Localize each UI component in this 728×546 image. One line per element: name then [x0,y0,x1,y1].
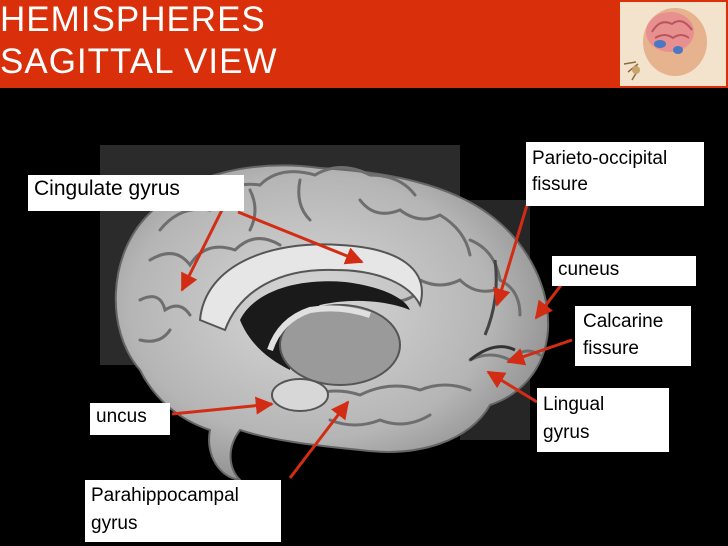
slide-title-line-1: HEMISPHERES [0,0,266,39]
fornix [267,305,371,352]
pointer-arrows [171,204,573,479]
uncus-region [271,378,329,412]
label-cuneus: cuneus [552,256,696,286]
corpus-callosum [198,243,423,332]
label-cingulate-gyrus: Cingulate gyrus [28,175,244,211]
arrow-cuneus [534,279,567,320]
arrow-lingual [486,370,538,404]
arrow-parahippocampal [288,400,350,479]
slide-header: HEMISPHERES SAGITTAL VIEW [0,0,728,88]
head-anatomy-thumbnail [620,2,726,86]
thalamus [279,304,401,386]
arrow-calcarine [506,338,573,366]
arrow-cingulate-1 [180,209,224,292]
arrow-cingulate-2 [237,210,364,265]
arrow-parieto-occipital [493,204,529,307]
arrow-uncus [171,396,274,416]
label-parieto-occipital-fissure: Parieto-occipital fissure [526,142,704,206]
label-calcarine-fissure: Calcarine fissure [575,306,691,366]
label-lingual-gyrus: Lingual gyrus [537,388,669,452]
label-parahippocampal-gyrus: Parahippocampal gyrus [85,480,281,542]
label-uncus: uncus [90,403,170,435]
slide-title-line-2: SAGITTAL VIEW [0,42,278,81]
